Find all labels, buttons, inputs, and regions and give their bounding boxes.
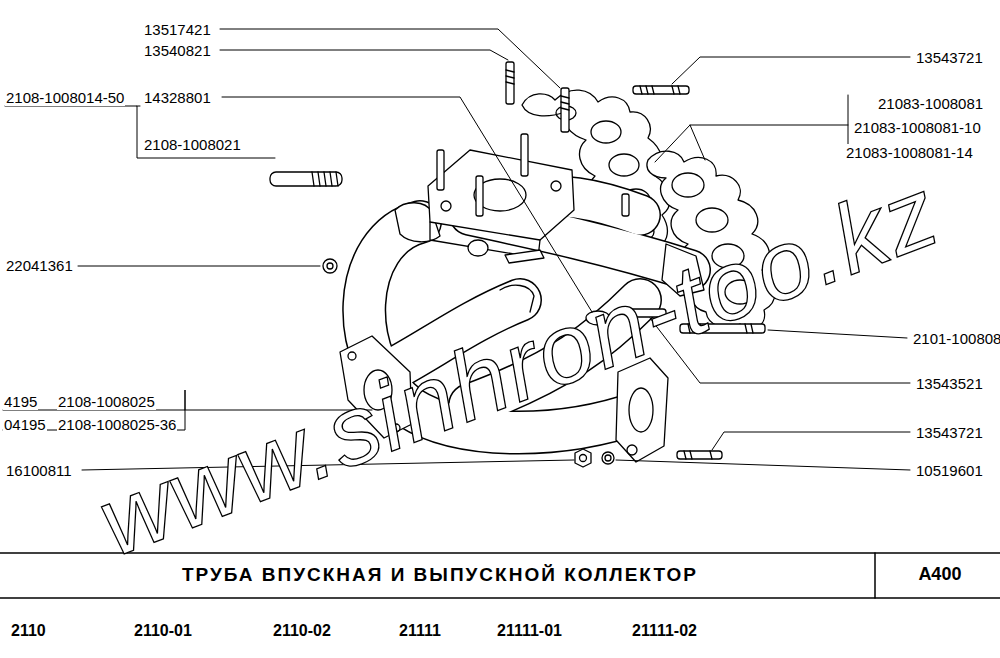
callout-number: 13543721 [915,49,984,66]
callout-number: 4195 [3,393,38,410]
callout-number: 10519601 [915,462,984,479]
callout-number: 21083-1008081 [877,95,984,112]
callout-number: 04195 [3,416,47,433]
callout-number: 21083-1008081-14 [845,144,974,161]
callout-number: 2101-1008082 [912,330,1000,347]
callout-number: 16100811 [5,462,73,479]
callout-number: 2108-1008021 [143,136,242,153]
callout-number: 21083-1008081-10 [853,119,982,136]
callout-number: 14328801 [143,89,212,106]
model-code: 2110-01 [133,622,193,639]
model-code: 21111-01 [496,622,563,639]
callout-number: 13543721 [915,424,984,441]
model-code: 2110-02 [272,622,332,639]
sheet-code: A400 [917,566,962,583]
callout-number: 13517421 [143,21,212,38]
callout-number: 22041361 [5,257,74,274]
model-code: 2110 [10,622,47,639]
callout-number: 2108-1008014-50 [5,89,125,106]
callout-number: 13543521 [915,375,984,392]
callout-number: 13540821 [143,42,212,59]
sheet-title: ТРУБА ВПУСКНАЯ И ВЫПУСКНОЙ КОЛЛЕКТОР [182,564,698,586]
model-code: 21111-02 [631,622,698,639]
callout-number: 2108-1008025-36 [57,416,177,433]
callout-number: 2108-1008025 [57,393,156,410]
model-code: 21111 [398,622,442,639]
